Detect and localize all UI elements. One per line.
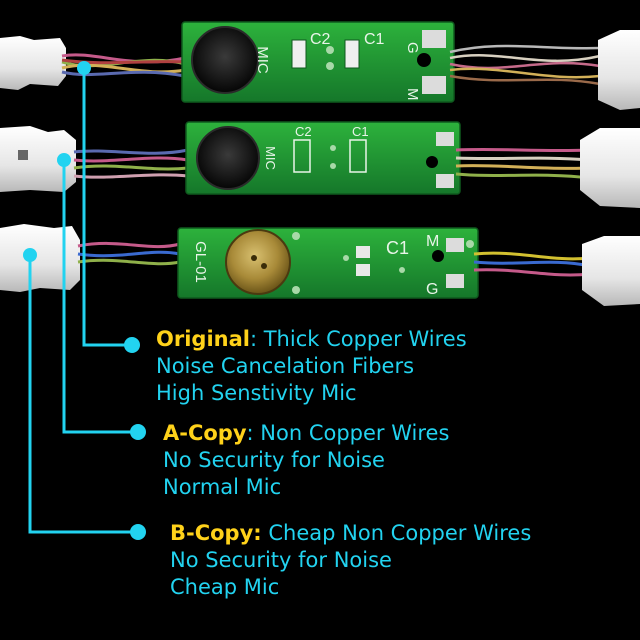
wire-bundle-original-left (61, 53, 186, 78)
annotation-text: No Security for Noise (170, 548, 392, 572)
annotation-text: High Senstivity Mic (156, 381, 357, 405)
silk-mic: MIC (263, 146, 278, 170)
via-hole (326, 62, 334, 70)
silk-gl01: GL-01 (192, 241, 209, 283)
wire-bundle-a-copy-right (455, 147, 591, 180)
via-hole (466, 240, 474, 248)
solder-pad (422, 30, 446, 48)
a-copy-cable: MIC C2 C1 (0, 121, 640, 208)
left-connector-b-copy (0, 224, 80, 292)
silk-c2: C2 (295, 124, 312, 139)
solder-pad (446, 238, 464, 252)
annotation-text: Noise Cancelation Fibers (156, 354, 415, 378)
annotation-text: Cheap Non Copper Wires (268, 521, 532, 545)
silk-g: G (404, 42, 421, 54)
annotation-text: Cheap Mic (170, 575, 280, 599)
label-separator: : (246, 421, 261, 445)
wire-bundle-b-copy-right (473, 251, 591, 277)
right-connector-a-copy (580, 128, 640, 208)
annotation-b-copy: B-Copy: Cheap Non Copper Wires No Securi… (170, 520, 531, 601)
wire-bundle-original-right (449, 44, 601, 86)
leader-dots (23, 61, 146, 540)
silk-m: M (404, 88, 421, 101)
solder-pad (446, 274, 464, 288)
leader-line-a-copy (62, 160, 138, 434)
via-hole (292, 232, 300, 240)
label-a-copy: A-Copy (163, 421, 247, 445)
annotation-b-copy-line-1: B-Copy: Cheap Non Copper Wires (170, 520, 531, 547)
right-connector-original (598, 30, 640, 110)
mic-capsule-a-copy (196, 126, 260, 190)
mount-hole (426, 156, 438, 168)
mic-capsule-original (191, 26, 259, 94)
silk-g: G (426, 281, 438, 298)
leader-dot-b-copy-end (130, 524, 146, 540)
annotation-original: Original: Thick Copper Wires Noise Cance… (156, 326, 467, 407)
solder-pad (436, 174, 454, 188)
leader-line-b-copy (28, 255, 138, 534)
via-hole (326, 46, 334, 54)
mount-hole (417, 53, 431, 67)
annotation-text: Non Copper Wires (260, 421, 450, 445)
b-copy-cable: GL-01 C1 M G (0, 224, 640, 306)
mic-capsule-b-copy (225, 229, 291, 295)
annotation-original-line-1: Original: Thick Copper Wires (156, 326, 467, 353)
via-hole (330, 145, 336, 151)
wire-bundle-a-copy-left (73, 148, 189, 179)
left-connector-original (0, 36, 66, 90)
leader-dot-a-copy-end (130, 424, 146, 440)
via-hole (330, 163, 336, 169)
label-b-copy: B-Copy: (170, 521, 262, 545)
via-hole (343, 255, 349, 261)
annotation-text: Normal Mic (163, 475, 282, 499)
component-pad (293, 139, 311, 173)
annotation-a-copy: A-Copy: Non Copper Wires No Security for… (163, 420, 449, 501)
left-connector-a-copy (0, 126, 76, 192)
component-pad (349, 139, 367, 173)
silk-c1: C1 (386, 238, 409, 258)
component-c2 (291, 39, 307, 69)
leader-dot-original-end (124, 337, 140, 353)
wire-bundle-b-copy-left (77, 241, 181, 266)
leader-dot-a-copy-top (57, 153, 71, 167)
silk-c2: C2 (310, 31, 331, 48)
solder-pad (436, 132, 454, 146)
right-connector-b-copy (582, 236, 640, 306)
annotation-a-copy-line-1: A-Copy: Non Copper Wires (163, 420, 449, 447)
silk-c1: C1 (364, 31, 385, 48)
silk-mic: MIC (254, 46, 271, 74)
annotation-text: Thick Copper Wires (263, 327, 467, 351)
component-c1 (356, 246, 370, 258)
original-cable: MIC C2 C1 G M (0, 21, 640, 110)
label-original: Original (156, 327, 250, 351)
leader-lines (28, 68, 138, 534)
silk-c1: C1 (352, 124, 369, 139)
leader-dot-original-top (77, 61, 91, 75)
solder-pad (422, 76, 446, 94)
via-hole (399, 267, 405, 273)
label-separator: : (249, 327, 264, 351)
component-c1 (356, 264, 370, 276)
component-c1 (344, 39, 360, 69)
annotation-text: No Security for Noise (163, 448, 385, 472)
mount-hole (432, 250, 444, 262)
leader-dot-b-copy-top (23, 248, 37, 262)
leader-line-original (82, 68, 132, 347)
silk-m: M (426, 233, 439, 250)
via-hole (292, 286, 300, 294)
